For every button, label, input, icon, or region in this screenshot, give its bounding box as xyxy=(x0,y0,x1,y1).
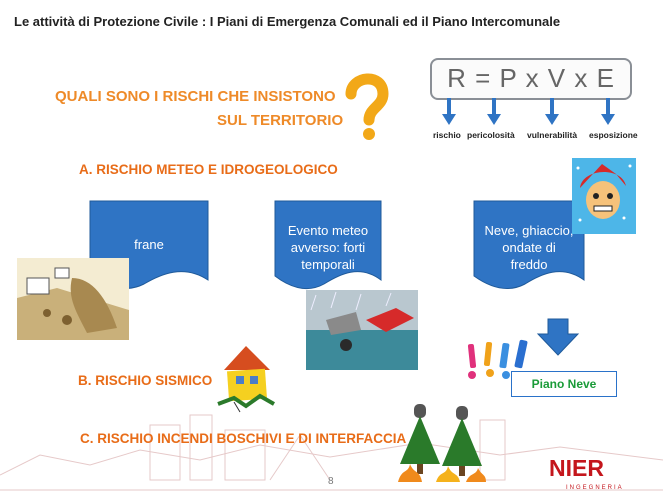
question-line-1: QUALI SONO I RISCHI CHE INSISTONO xyxy=(55,88,336,105)
formula-label-pericolosita: pericolosità xyxy=(467,130,515,140)
nier-logo: NIER xyxy=(549,455,604,481)
piano-neve-box: Piano Neve xyxy=(511,371,617,397)
risk-formula: R = P x V x E xyxy=(447,63,615,93)
shape-neve xyxy=(473,200,585,289)
risk-formula-box: R = P x V x E xyxy=(430,58,632,100)
shape-evento-meteo-text: Evento meteo avverso: forti temporali xyxy=(287,223,369,272)
down-arrow-icon xyxy=(536,318,580,356)
formula-label-rischio: rischio xyxy=(433,130,461,140)
formula-arrows xyxy=(442,98,615,125)
nier-logo-subtitle: INGEGNERIA xyxy=(566,485,624,491)
background-skyline xyxy=(0,414,663,491)
risk-b-title: B. RISCHIO SISMICO xyxy=(78,373,213,388)
formula-label-vulnerabilita: vulnerabilità xyxy=(527,130,578,140)
landslide-illustration xyxy=(17,258,129,340)
risk-c-title: C. RISCHIO INCENDI BOSCHIVI E DI INTERFA… xyxy=(80,431,407,446)
forest-fire-illustration xyxy=(398,404,486,482)
question-line-2: SUL TERRITORIO xyxy=(217,112,344,129)
risk-a-title: A. RISCHIO METEO E IDROGEOLOGICO xyxy=(79,162,338,177)
shape-neve-text: Neve, ghiaccio, ondate di freddo xyxy=(484,223,574,272)
shape-frane-text: frane xyxy=(134,237,164,252)
formula-label-esposizione: esposizione xyxy=(589,130,638,140)
shape-evento-meteo xyxy=(274,200,382,289)
slide-title: Le attività di Protezione Civile : I Pia… xyxy=(14,14,561,29)
earthquake-house-illustration xyxy=(217,346,275,413)
cold-person-illustration xyxy=(572,158,636,234)
question-mark-icon xyxy=(345,73,389,140)
page-number: 8 xyxy=(328,476,334,487)
storm-flood-illustration xyxy=(306,290,418,370)
